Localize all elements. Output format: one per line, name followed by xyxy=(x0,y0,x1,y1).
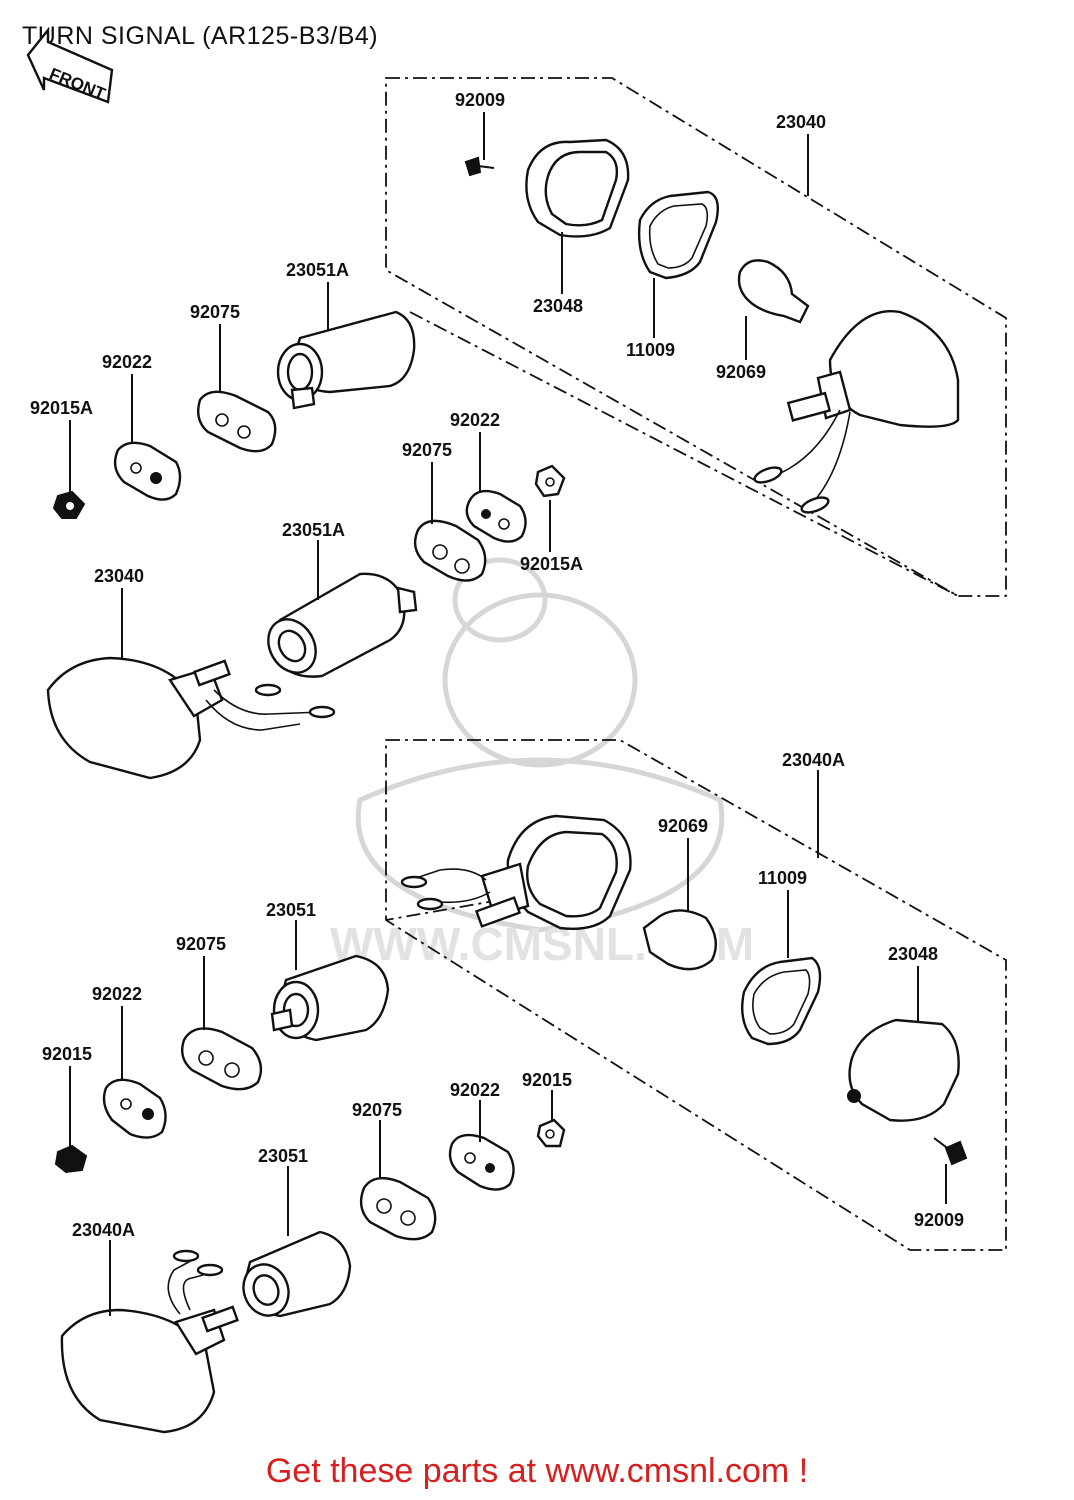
bottom-nut-92015 xyxy=(536,1118,566,1148)
label-mid-92075: 92075 xyxy=(402,440,452,460)
label-low-23051: 23051 xyxy=(266,900,316,920)
bottom-washer-92022 xyxy=(448,1133,515,1191)
label-left-92015A: 92015A xyxy=(30,398,93,418)
lower-body-23051 xyxy=(270,954,390,1042)
label-bot-92009: 92009 xyxy=(914,1210,964,1230)
label-left-92075: 92075 xyxy=(190,302,240,322)
label-low-11009: 11009 xyxy=(758,868,807,888)
label-top-11009: 11009 xyxy=(626,340,675,360)
mid-body-23051A xyxy=(267,572,418,678)
bottom-lamp-23040A xyxy=(60,1249,239,1434)
label-low-92069: 92069 xyxy=(658,816,708,836)
label-top-23048: 23048 xyxy=(533,296,583,316)
label-low-92022: 92022 xyxy=(92,984,142,1004)
top-lens-23048 xyxy=(525,138,630,238)
label-bot-92075: 92075 xyxy=(352,1100,402,1120)
label-bot-23051: 23051 xyxy=(258,1146,308,1166)
lower-left-nut-92015 xyxy=(54,1144,88,1174)
lower-bulb-92069 xyxy=(642,909,718,971)
footer-link-text[interactable]: Get these parts at www.cmsnl.com ! xyxy=(265,1452,809,1490)
label-top-92009: 92009 xyxy=(455,90,505,110)
label-bot-92015: 92015 xyxy=(522,1070,572,1090)
front-marker: FRONT xyxy=(26,26,114,104)
label-left-92022: 92022 xyxy=(102,352,152,372)
label-mid-23040: 23040 xyxy=(94,566,144,586)
label-top-23040: 23040 xyxy=(776,112,826,132)
part-number-labels: 92009 23040 23048 11009 92069 23051A 920… xyxy=(30,90,964,1240)
mid-washer-92022 xyxy=(465,489,527,543)
bottom-body-23051 xyxy=(242,1230,352,1318)
label-low-92075: 92075 xyxy=(176,934,226,954)
lower-gasket-11009 xyxy=(741,956,822,1046)
top-screw-92009 xyxy=(464,156,495,177)
diagram-title: TURN SIGNAL (AR125-B3/B4) xyxy=(22,22,379,50)
label-bot-92022: 92022 xyxy=(450,1080,500,1100)
label-mid-92015A: 92015A xyxy=(520,554,583,574)
lower-lens-23048 xyxy=(847,1018,960,1122)
label-low-92015: 92015 xyxy=(42,1044,92,1064)
mid-left-lamp-23040 xyxy=(46,656,336,780)
label-bot-23040A: 23040A xyxy=(72,1220,135,1240)
leader-lines xyxy=(69,112,947,1316)
mid-spacer-92075 xyxy=(413,519,487,582)
lower-left-spacer-92075 xyxy=(181,1027,263,1091)
top-bulb-92069 xyxy=(737,259,810,324)
label-low-23040A: 23040A xyxy=(782,750,845,770)
lower-lamp-23040A xyxy=(400,814,632,930)
lower-left-washer-92022 xyxy=(102,1078,167,1139)
top-assembly-bracket xyxy=(385,77,1007,597)
bottom-spacer-92075 xyxy=(359,1176,437,1241)
left-spacer-92075 xyxy=(197,390,277,453)
label-mid-23051A: 23051A xyxy=(282,520,345,540)
label-left-23051A: 23051A xyxy=(286,260,349,280)
label-top-92069: 92069 xyxy=(716,362,766,382)
mid-nut-92015A xyxy=(534,464,566,498)
top-right-lamp-23040 xyxy=(753,310,960,514)
label-low-23048: 23048 xyxy=(888,944,938,964)
left-washer-92022 xyxy=(113,441,182,501)
lower-screw-92009 xyxy=(933,1137,968,1166)
label-mid-92022: 92022 xyxy=(450,410,500,430)
left-body-23051A xyxy=(276,310,416,410)
